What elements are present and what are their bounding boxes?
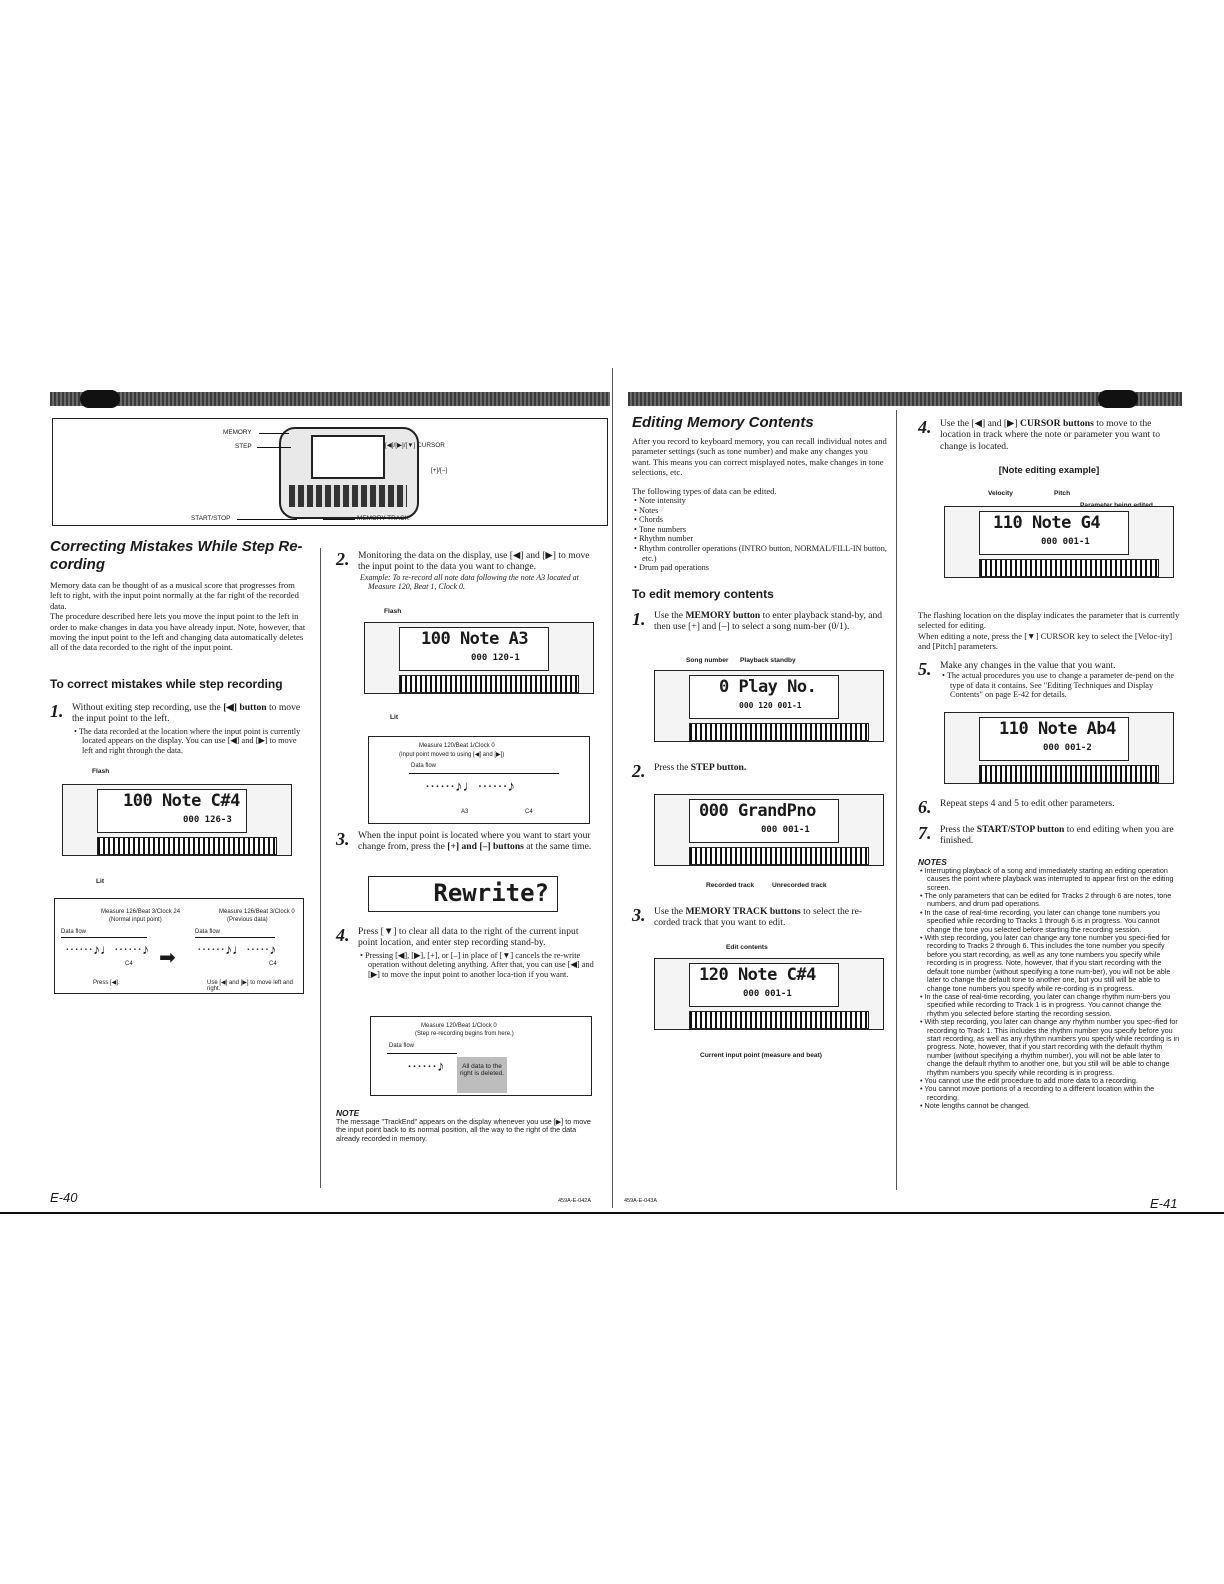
far-right-step-5: 5. Make any changes in the value that yo… <box>918 658 1175 700</box>
lcd-sub-text: 000 126-3 <box>183 815 232 825</box>
label-start-stop: START/STOP <box>191 515 231 522</box>
music-notes-icon: ······♪♩······♪ <box>65 943 149 958</box>
left-intro-2: The procedure described here lets you mo… <box>50 611 306 653</box>
keyboard-console-illustration <box>279 427 419 519</box>
subtitle-edit-memory: To edit memory contents <box>632 586 774 601</box>
lcd-display-illustration: 0 Play No. 000 120 001-1 <box>654 670 884 742</box>
data-flow-diagram-3: Measure 120/Beat 1/Clock 0 (Step re-reco… <box>370 1016 592 1096</box>
label-cursor: [◀]/[▶]/[▼] CURSOR <box>385 442 445 449</box>
label-step: STEP <box>235 443 252 450</box>
note-item: • Note lengths cannot be changed. <box>920 1101 1031 1111</box>
notes-list: • Interrupting playback of a song and im… <box>918 865 1180 1111</box>
right-column: Editing Memory Contents After you record… <box>632 414 888 633</box>
middle-step-2: 2. Monitoring the data on the display, u… <box>336 549 590 592</box>
rewrite-display: Rewrite? <box>368 876 558 912</box>
data-flow-diagram-1: Measure 126/Beat 3/Clock 24 (Normal inpu… <box>54 898 304 994</box>
right-band-cap <box>1098 390 1138 408</box>
page-code-right: 459A-E-043A <box>624 1198 658 1204</box>
step-number: 1. <box>50 700 64 721</box>
note-text: The message "TrackEnd" appears on the di… <box>336 1117 591 1143</box>
keyboard-keys-icon <box>97 837 277 855</box>
music-notes-icon: ······♪♩······♪ <box>425 779 515 795</box>
lcd-display-illustration: 110 Note Ab4 000 001-2 <box>944 712 1174 784</box>
note-item: • In the case of real-time recording, yo… <box>920 907 1160 934</box>
note-editing-example-title: [Note editing example] <box>998 464 1100 476</box>
keyboard-keys-icon <box>979 559 1159 577</box>
editable-type-item: • Notes <box>634 505 659 515</box>
fig-label-lit: Lit <box>96 878 105 885</box>
far-right-column: 4. Use the [◀] and [▶] CURSOR buttons to… <box>918 418 1180 475</box>
deleted-data-block: All data to the right is deleted. <box>457 1057 507 1093</box>
music-notes-icon: ······♪♩·····♪ <box>197 943 277 958</box>
page-code-left: 459A-E-042A <box>558 1198 592 1204</box>
editable-type-item: • Note intensity <box>634 496 686 506</box>
right-arrow-icon: ➡ <box>159 947 176 969</box>
keyboard-keys-icon <box>689 1011 869 1029</box>
note-item: • With step recording, you later can cha… <box>920 933 1171 993</box>
keyboard-keys-icon <box>689 847 869 865</box>
left-column: Correcting Mistakes While Step Re-cordin… <box>50 538 306 755</box>
far-right-step-6: 6. Repeat steps 4 and 5 to edit other pa… <box>918 797 1115 817</box>
notes-title: NOTES <box>918 856 947 867</box>
keyboard-keys-icon <box>979 765 1159 783</box>
note-item: • You cannot move portions of a recordin… <box>920 1084 1155 1102</box>
left-step-1: 1. Without exiting step recording, use t… <box>50 702 306 756</box>
right-step-3: 3. Use the MEMORY TRACK buttons to selec… <box>632 905 863 929</box>
console-buttons <box>289 485 407 507</box>
middle-column: 2. Monitoring the data on the display, u… <box>336 550 594 592</box>
page-number-right: E-41 <box>1150 1196 1178 1211</box>
middle-step-3: 3. When the input point is located where… <box>336 829 592 853</box>
lcd-display-illustration: 110 Note G4 000 001-1 <box>944 506 1174 578</box>
editable-type-item: • Tone numbers <box>634 524 686 534</box>
step-bullet: • The data recorded at the location wher… <box>74 726 301 755</box>
note-item: • Interrupting playback of a song and im… <box>920 865 1174 892</box>
note-item: • The only parameters that can be edited… <box>920 891 1172 909</box>
editable-type-item: • Drum pad operations <box>634 563 710 573</box>
music-note-icon: ······♪ <box>407 1059 445 1075</box>
note-item: • In the case of real-time recording, yo… <box>920 991 1171 1018</box>
label-memory-track: MEMORY TRACK <box>357 515 409 522</box>
editable-type-item: • Rhythm number <box>634 534 694 544</box>
console-display <box>311 435 385 479</box>
left-header-band <box>50 392 610 406</box>
editable-type-item: • Chords <box>634 515 663 525</box>
far-right-step-7: 7. Press the START/STOP button to end ed… <box>918 823 1174 847</box>
section-title-correcting: Correcting Mistakes While Step Re-cordin… <box>50 538 303 573</box>
right-header-band <box>628 392 1182 406</box>
label-memory: MEMORY <box>223 429 252 436</box>
editable-types-list: • Note intensity• Notes• Chords• Tone nu… <box>632 496 888 573</box>
lcd-display-illustration: 120 Note C#4 000 001-1 <box>654 958 884 1030</box>
left-band-cap <box>80 390 120 408</box>
data-flow-diagram-2: Measure 120/Beat 1/Clock 0 (Input point … <box>368 736 590 824</box>
lcd-display-illustration: 000 GrandPno 000 001-1 <box>654 794 884 866</box>
note-item: • You cannot use the edit procedure to a… <box>920 1075 1138 1085</box>
editable-type-item: • Rhythm controller operations (INTRO bu… <box>634 544 887 563</box>
lcd-display-illustration: 100 Note C#4 000 126-3 <box>62 784 292 856</box>
lcd-display-illustration: 100 Note A3 000 120-1 <box>364 622 594 694</box>
right-step-2: 2. Press the STEP button. <box>632 761 747 781</box>
note-item: • With step recording, you later can cha… <box>920 1017 1180 1077</box>
keyboard-keys-icon <box>399 675 579 693</box>
label-plus-minus: [+]/[–] <box>431 467 448 474</box>
left-intro-1: Memory data can be thought of as a music… <box>50 580 299 611</box>
page-number-left: E-40 <box>50 1190 78 1205</box>
middle-step-4: 4. Press [▼] to clear all data to the ri… <box>336 925 594 979</box>
far-right-step-4: 4. Use the [◀] and [▶] CURSOR buttons to… <box>918 417 1161 452</box>
lcd-main-text: 100 Note C#4 <box>123 791 240 811</box>
keyboard-keys-icon <box>689 723 869 741</box>
rewrite-text: Rewrite? <box>433 879 549 907</box>
fig-label-flash: Flash <box>92 768 110 775</box>
section-title-editing: Editing Memory Contents <box>632 414 814 431</box>
right-step-1: 1. Use the MEMORY button to enter playba… <box>632 608 883 633</box>
note-title: NOTE <box>336 1108 360 1118</box>
keyboard-panel-diagram: MEMORY STEP START/STOP [◀]/[▶]/[▼] CURSO… <box>52 418 608 526</box>
subtitle-correct-mistakes: To correct mistakes while step recording <box>50 676 283 691</box>
